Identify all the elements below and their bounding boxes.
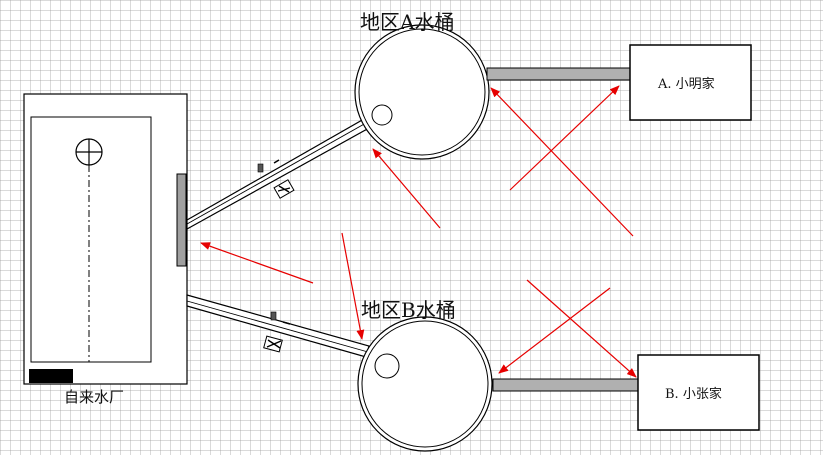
water-plant-building [23, 93, 188, 385]
flow-arrow [372, 148, 441, 229]
flow-arrow [509, 85, 620, 191]
tank-b [357, 316, 493, 452]
valve-icon [257, 159, 295, 199]
valve-icon [263, 311, 291, 353]
pipe-tank-a-to-house-a [486, 67, 631, 81]
flow-arrow [341, 232, 365, 340]
flow-arrow [498, 287, 611, 374]
tank-a-inlet [371, 104, 393, 126]
water-plant-base-block [29, 369, 73, 383]
tank-a-title: 地区A水桶 [360, 10, 455, 34]
flow-arrow [490, 87, 634, 237]
pipe-tank-b-to-house-b [492, 378, 639, 392]
flow-arrow [200, 242, 314, 284]
tank-a [354, 24, 490, 160]
tank-b-inlet [374, 353, 400, 379]
water-plant-label: 自来水厂 [64, 388, 125, 406]
house-b-label: B. 小张家 [665, 387, 722, 402]
water-plant [23, 93, 188, 385]
house-a-box [629, 44, 752, 121]
water-plant-inner-frame [30, 116, 152, 363]
tank-b-title: 地区B水桶 [361, 298, 456, 322]
house-a-label: A. 小明家 [658, 77, 715, 92]
pipe-plant-to-tank-a [186, 118, 370, 231]
flow-arrows [200, 85, 637, 378]
pipe-plant-to-tank-b [186, 294, 370, 358]
house-b-box [637, 354, 760, 431]
flow-arrow [526, 279, 637, 378]
water-plant-outlet [176, 173, 187, 267]
